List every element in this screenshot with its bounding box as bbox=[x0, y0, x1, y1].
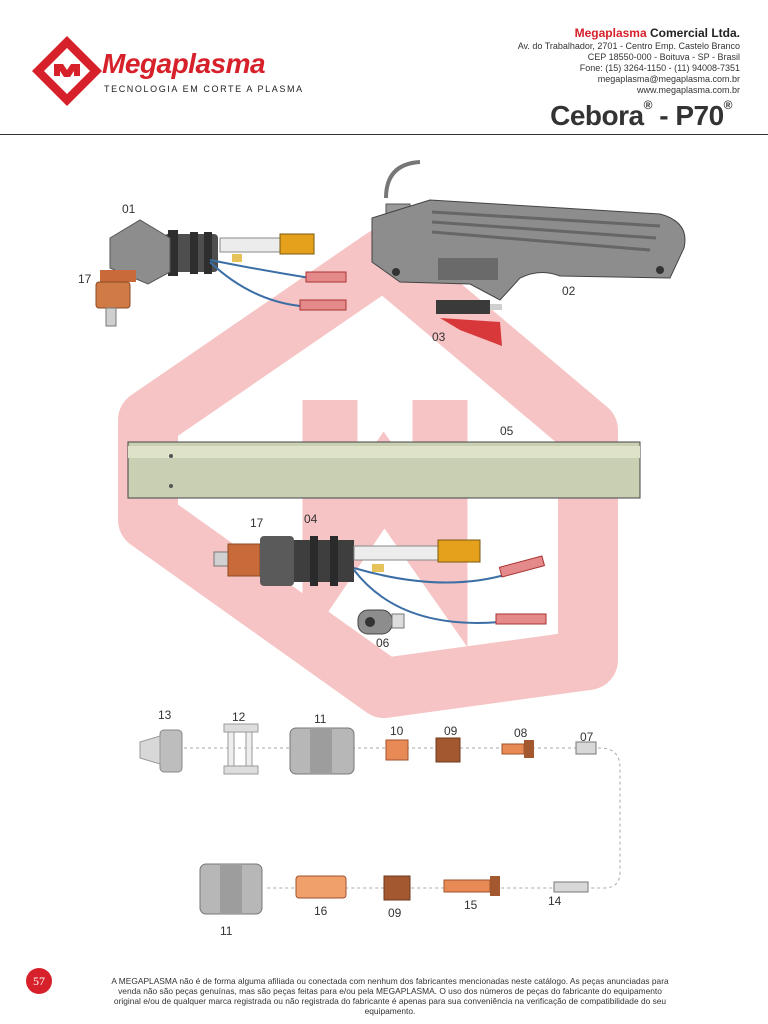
assembly-dash-line bbox=[178, 747, 621, 889]
electrode-15 bbox=[443, 876, 500, 896]
title-model: P70 bbox=[675, 100, 724, 131]
part-label-13: 13 bbox=[158, 708, 172, 722]
part-label-06: 06 bbox=[376, 636, 390, 650]
email-line: megaplasma@megaplasma.com.br bbox=[597, 74, 740, 84]
part-label-12: 12 bbox=[232, 710, 246, 724]
brand-tagline: TECNOLOGIA EM CORTE A PLASMA bbox=[104, 84, 304, 94]
torch-head-04 bbox=[213, 536, 547, 625]
company-name-suffix: Comercial Ltda. bbox=[646, 26, 740, 40]
logo bbox=[30, 34, 290, 108]
spacer-12 bbox=[223, 723, 259, 775]
company-name-brand: Megaplasma bbox=[574, 26, 647, 40]
address-line: CEP 18550-000 - Boituva - SP - Brasil bbox=[587, 52, 740, 62]
torch-handle-02 bbox=[371, 160, 686, 301]
part-label-15: 15 bbox=[464, 898, 478, 912]
part-label-14: 14 bbox=[548, 894, 562, 908]
hose-05 bbox=[127, 441, 641, 499]
part-label-11: 11 bbox=[314, 712, 327, 726]
page-number: 57 bbox=[26, 968, 52, 994]
part-label-04: 04 bbox=[304, 512, 318, 526]
address-line: Av. do Trabalhador, 2701 - Centro Emp. C… bbox=[517, 41, 740, 51]
part-label-09: 09 bbox=[444, 724, 458, 738]
title-separator: - bbox=[651, 100, 676, 131]
website-line: www.megaplasma.com.br bbox=[636, 85, 740, 95]
part-label-09: 09 bbox=[388, 906, 402, 920]
nozzle-holder-11b bbox=[199, 863, 263, 915]
company-info: Megaplasma Comercial Ltda. Av. do Trabal… bbox=[517, 26, 740, 96]
megaplasma-logo-icon bbox=[32, 36, 102, 106]
part-label-03: 03 bbox=[432, 330, 446, 344]
diffuser-09 bbox=[435, 737, 461, 763]
part-label-07: 07 bbox=[580, 730, 594, 744]
trigger-03 bbox=[436, 300, 502, 346]
part-14 bbox=[553, 881, 589, 893]
diffuser-09b bbox=[383, 875, 411, 901]
electrode-08 bbox=[501, 740, 534, 758]
switch-06 bbox=[357, 609, 405, 635]
company-name: Megaplasma Comercial Ltda. bbox=[518, 26, 740, 40]
page-title: Cebora® - P70® bbox=[550, 98, 733, 132]
part-label-05: 05 bbox=[500, 424, 514, 438]
brand-name: Megaplasma bbox=[102, 48, 266, 79]
part-label-08: 08 bbox=[514, 726, 528, 740]
part-label-11: 11 bbox=[220, 924, 233, 938]
part-label-17: 17 bbox=[250, 516, 264, 530]
registered-mark: ® bbox=[643, 98, 653, 112]
nozzle-holder-11 bbox=[289, 727, 355, 775]
phone-line: Fone: (15) 3264-1150 - (11) 94008-7351 bbox=[579, 63, 740, 73]
part-label-17: 17 bbox=[78, 272, 92, 286]
part-label-01: 01 bbox=[122, 202, 136, 216]
part-label-16: 16 bbox=[314, 904, 328, 918]
nozzle-10 bbox=[385, 739, 409, 761]
part-label-02: 02 bbox=[562, 284, 576, 298]
torch-head-01 bbox=[95, 219, 347, 327]
part-label-10: 10 bbox=[390, 724, 404, 738]
nozzle-16 bbox=[295, 875, 347, 899]
disclaimer-text: A MEGAPLASMA não é de forma alguma afili… bbox=[111, 976, 669, 1016]
title-brand: Cebora bbox=[550, 100, 644, 131]
header-divider bbox=[0, 134, 768, 135]
part-07 bbox=[575, 741, 597, 755]
shield-13 bbox=[139, 729, 183, 773]
registered-mark: ® bbox=[723, 98, 733, 112]
